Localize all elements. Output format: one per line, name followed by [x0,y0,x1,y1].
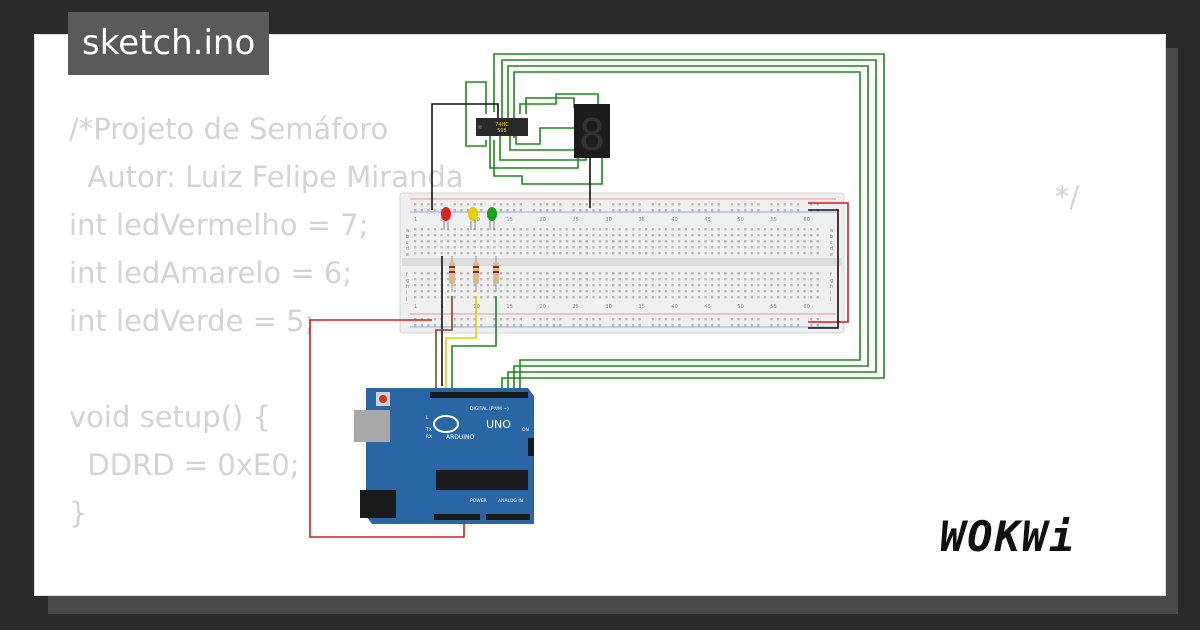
code-line: /*Projeto de Semáforo [69,112,389,146]
code-line: Autor: Luiz Felipe Miranda [69,160,464,194]
green-led-signal-wire [451,296,497,392]
breadboard-row-letter: i [830,290,831,296]
rail-jumper-red [808,202,849,323]
breadboard-column-number: 35 [638,304,644,310]
breadboard-row-letter: d [830,246,833,252]
seven-segment-display: 8 [574,104,610,161]
breadboard-row-letter: a [830,228,833,234]
breadboard-column-number: 25 [572,217,578,223]
breadboard-column-number: 20 [539,217,545,223]
breadboard-column-number: 60 [803,217,809,223]
arduino-digital-label: DIGITAL (PWM ~) [470,406,509,412]
breadboard-column-number: 40 [671,304,677,310]
red-led-signal-wire [435,296,453,392]
code-line: int ledAmarelo = 6; [69,256,353,290]
breadboard-column-number: 15 [506,304,512,310]
breadboard-row-letter: g [830,278,833,284]
code-line: } [69,496,88,530]
arduino-uno: UNO ARDUINO DIGITAL (PWM ~) POWER ANALOG… [354,388,534,524]
led-red [441,207,451,230]
breadboard-column-number: 30 [605,304,611,310]
breadboard-row-letter: h [406,284,409,290]
arduino-model-label: UNO [486,418,511,431]
chip-label-line1: 74HC [495,122,509,128]
breadboard-column-number: 10 [473,217,479,223]
arduino-led-label-rx: RX [426,434,432,440]
breadboard-column-numbers: 1155101015152020252530303535404045455050… [405,217,833,310]
breadboard-column-number: 45 [704,217,710,223]
breadboard-row-letter: f [830,272,832,278]
led-green [487,207,497,230]
breadboard-row-letter: e [406,252,409,258]
green-wires [465,53,885,392]
power-5v-wire [309,319,465,538]
breadboard-column-number: 1 [414,304,417,310]
yellow-led-signal-wire [445,296,477,392]
breadboard-row-letter: c [406,240,409,246]
rail-jumper-black [808,209,839,329]
breadboard-row-letter: h [830,284,833,290]
breadboard-row-letter: g [406,278,409,284]
breadboard-row-letter: a [406,228,409,234]
breadboard-column-number: 40 [671,217,677,223]
code-line: void setup() { [69,400,271,434]
breadboard-column-number: 35 [638,217,644,223]
breadboard-row-letter: c [830,240,833,246]
breadboard-row-letter: f [406,272,408,278]
breadboard-row-letter: d [406,246,409,252]
arduino-led-label-tx: TX [425,427,432,433]
breadboard-column-number: 1 [414,217,417,223]
chip-label-line2: 595 [497,128,507,134]
code-line: int ledVermelho = 7; [69,208,369,242]
code-line: DDRD = 0xE0; [69,448,300,482]
breadboard-row-letter: e [830,252,833,258]
breadboard-row-letter: b [406,234,409,240]
breadboard-row-letter: j [405,296,407,302]
comment-end: */ [1055,180,1080,214]
arduino-led-label-l: L [426,415,429,421]
wokwi-logo: WOKWi [940,512,1077,561]
resistors [449,256,499,292]
arduino-analog-label: ANALOG IN [498,498,523,504]
code-line: void loop() { [69,585,464,595]
arduino-brand-label: ARDUINO [446,434,475,441]
arduino-power-label: POWER [470,498,487,504]
breadboard-column-number: 50 [737,217,743,223]
breadboard-row-letter: j [829,296,831,302]
breadboard-row-letter: b [830,234,833,240]
breadboard-column-number: 60 [803,304,809,310]
breadboard-column-number: 25 [572,304,578,310]
breadboard-column-number: 45 [704,304,710,310]
breadboard-column-number: 5 [440,217,443,223]
breadboard-column-number: 30 [605,217,611,223]
breadboard-column-number: 15 [506,217,512,223]
breadboard-column-number: 55 [770,217,776,223]
breadboard-column-number: 20 [539,304,545,310]
breadboard-column-number: 55 [770,304,776,310]
chip-gnd-wire [431,103,499,210]
breadboard-row-letter: i [406,290,407,296]
led-yellow [468,207,478,230]
arduino-led-label-on: ON [522,427,529,433]
breadboard-column-number: 50 [737,304,743,310]
breadboard: 1155101015152020252530303535404045455050… [399,192,845,334]
display-digit: 8 [579,110,606,161]
shift-register-chip: 74HC 595 [476,118,528,136]
file-name-tag: sketch.ino [68,12,270,75]
code-background: /*Projeto de Semáforo Autor: Luiz Felipe… [69,105,464,595]
